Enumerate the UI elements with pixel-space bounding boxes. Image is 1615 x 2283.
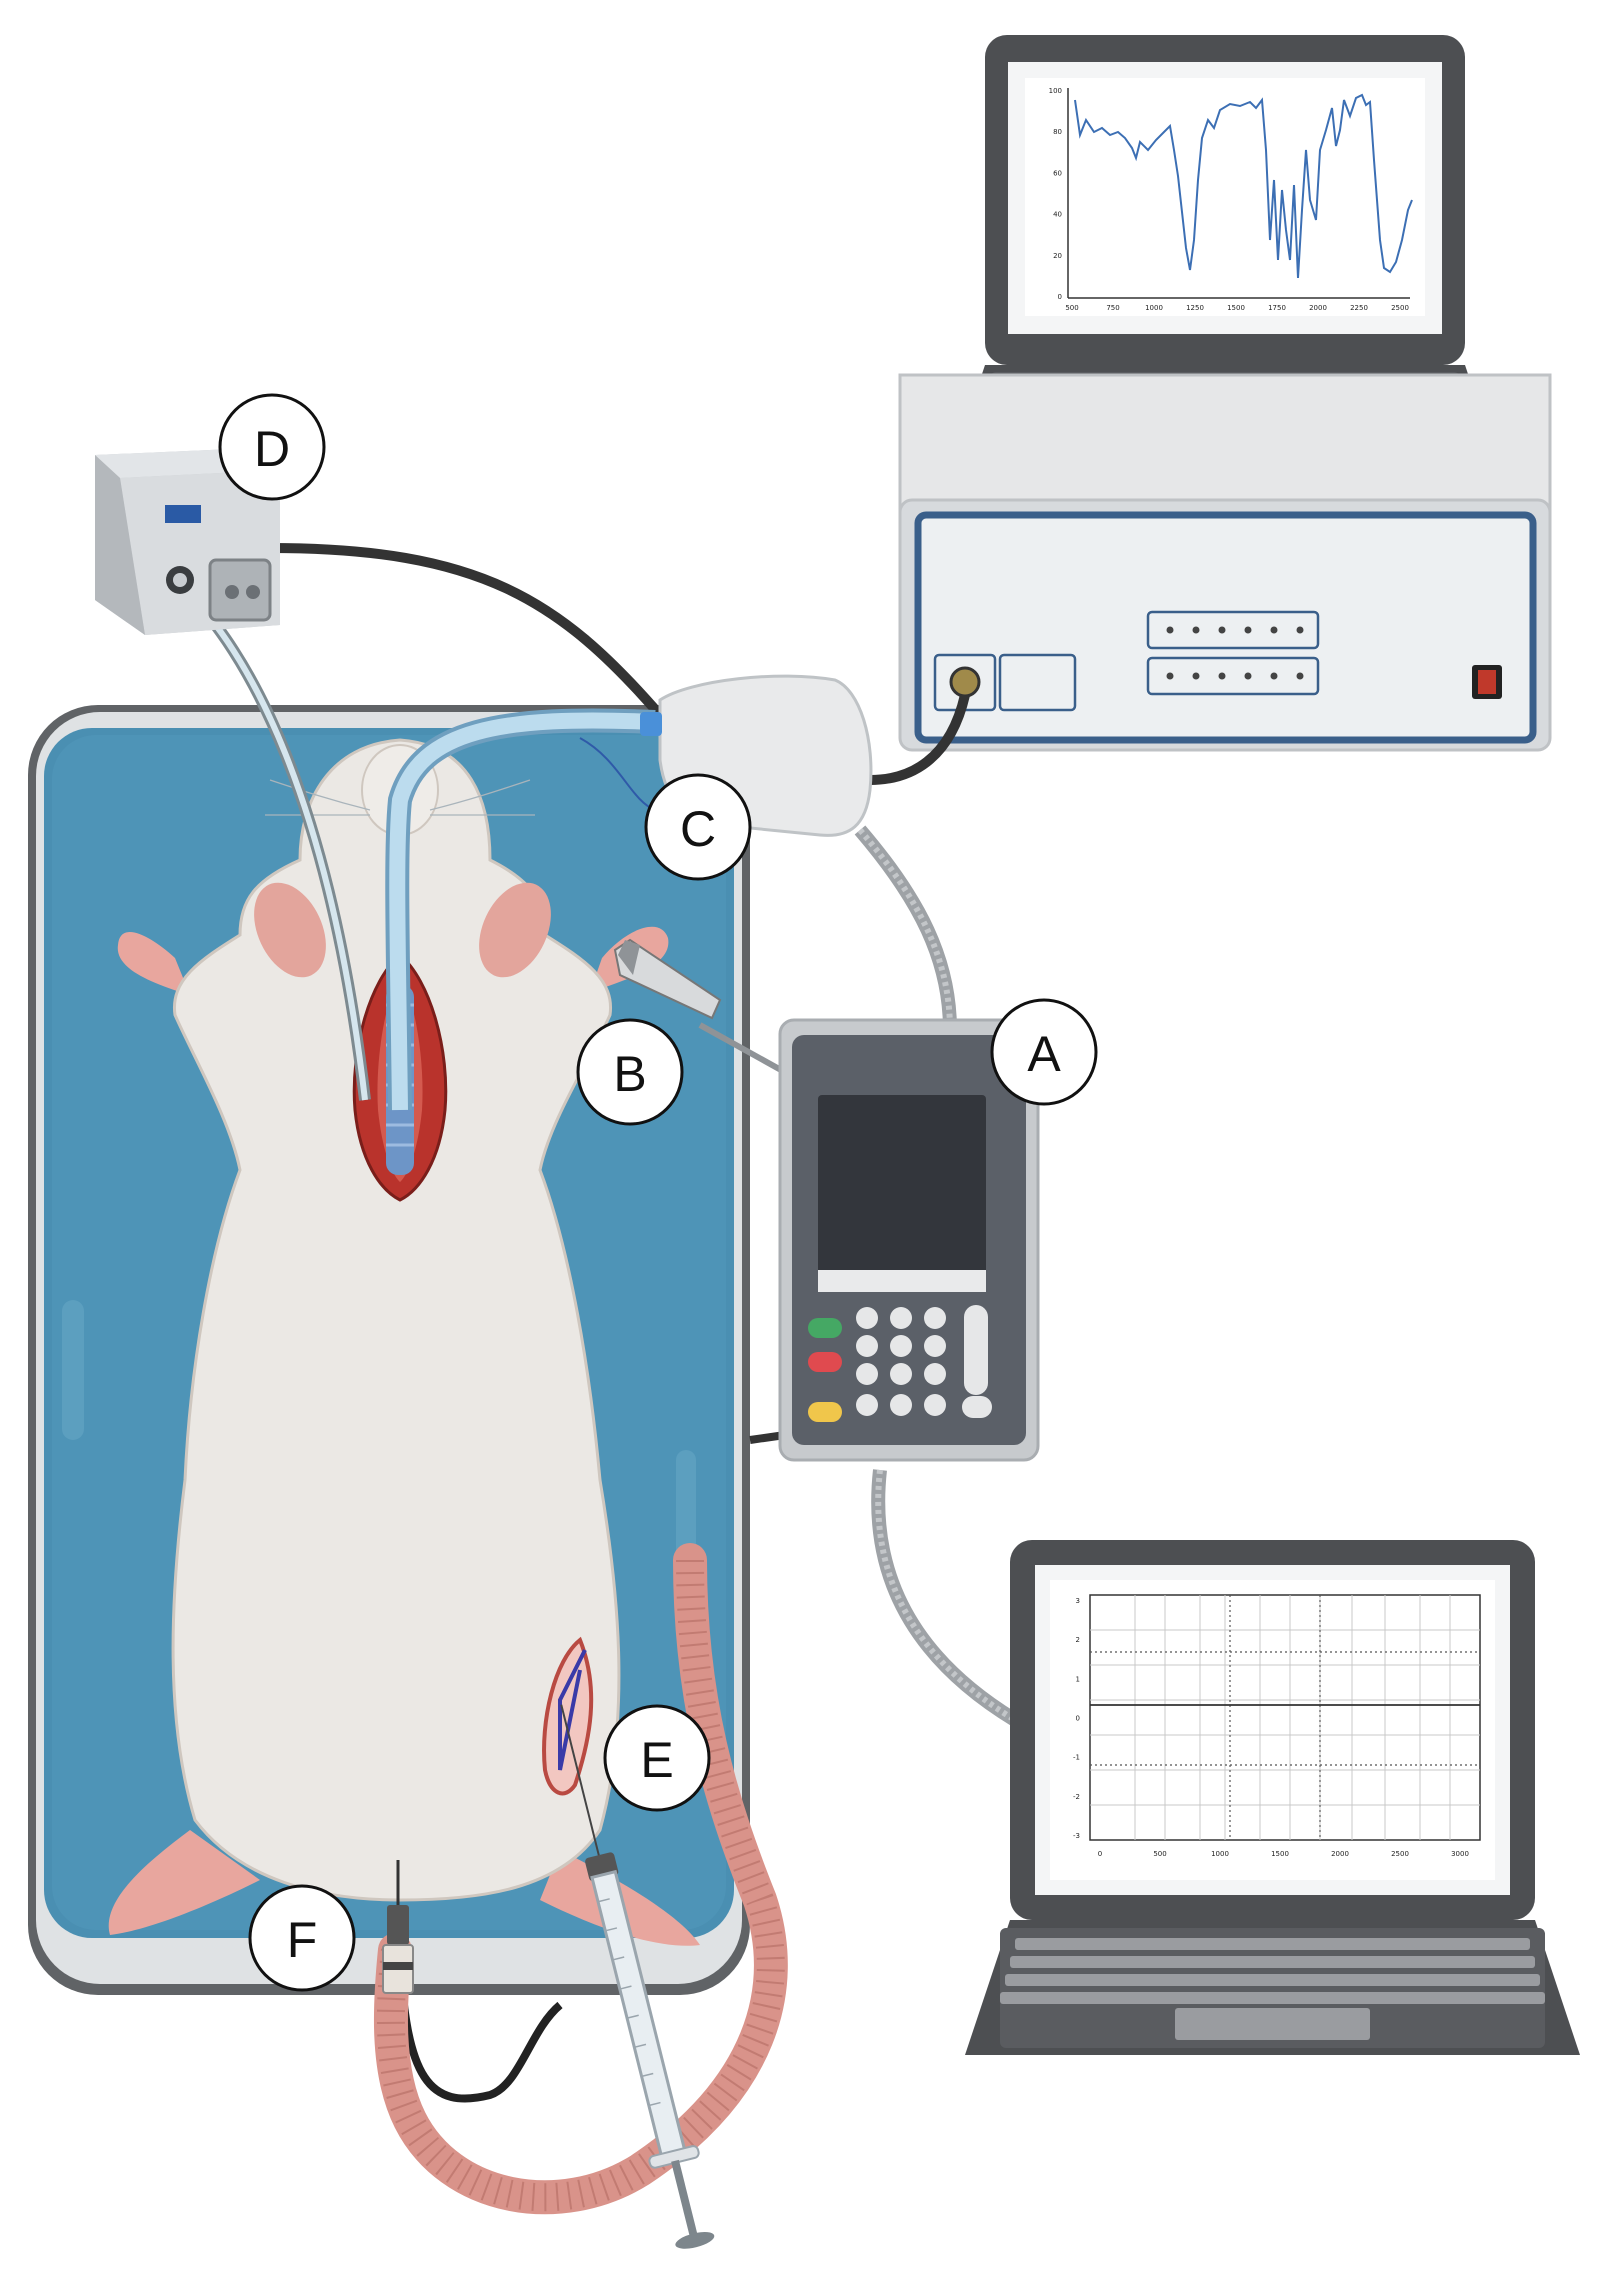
- label-a: A: [990, 998, 1098, 1106]
- bottom-plot-y-tick-4: -1: [1073, 1754, 1080, 1762]
- top-plot-y-tick-0: 100: [1049, 87, 1062, 95]
- tail-catheter: [382, 1860, 414, 1994]
- bottom-laptop-keyboard: [1000, 1938, 1545, 2004]
- bottom-plot-frame: [1089, 1594, 1481, 1841]
- bottom-laptop: 3 2 1 0 -1 -2 -3 0 500 1000 1500 2000 2500 3000: [965, 1540, 1580, 2055]
- top-plot-x-tick-7: 2250: [1350, 304, 1368, 312]
- rat-body: [171, 738, 621, 1902]
- top-plot-x-tick-2: 1000: [1145, 304, 1163, 312]
- recording-instrument: [898, 373, 1552, 752]
- label-c: C: [644, 773, 752, 881]
- top-plot-y-tick-3: 40: [1053, 211, 1062, 219]
- top-plot-x-tick-6: 2000: [1309, 304, 1327, 312]
- top-plot-x-tick-5: 1750: [1268, 304, 1286, 312]
- device-d-display: [165, 505, 201, 523]
- top-plot-y-tick-5: 0: [1058, 293, 1062, 301]
- label-d-text: D: [254, 421, 290, 477]
- top-plot-y-ticks: 100 80 60 40 20 0: [1049, 87, 1062, 301]
- label-e-text: E: [640, 1732, 673, 1788]
- bottom-plot-x-tick-2: 1000: [1211, 1850, 1229, 1858]
- monitor-a-keypad: [808, 1305, 992, 1422]
- top-plot-x-tick-8: 2500: [1391, 304, 1409, 312]
- top-plot-spectrum-line: [1074, 93, 1413, 279]
- bottom-plot-y-tick-6: -3: [1073, 1832, 1080, 1840]
- top-plot-y-tick-4: 20: [1053, 252, 1062, 260]
- top-plot-x-tick-1: 750: [1106, 304, 1119, 312]
- bottom-plot-y-tick-1: 2: [1076, 1636, 1080, 1644]
- label-b-text: B: [613, 1046, 646, 1102]
- label-c-text: C: [680, 801, 716, 857]
- top-plot-y-tick-2: 60: [1053, 169, 1062, 177]
- label-b: B: [576, 1018, 684, 1126]
- bottom-plot-x-ticks: 0 500 1000 1500 2000 2500 3000: [1098, 1850, 1469, 1858]
- top-plot-x-tick-3: 1250: [1186, 304, 1204, 312]
- bottom-plot-y-tick-2: 1: [1076, 1675, 1080, 1683]
- top-plot-y-tick-1: 80: [1053, 128, 1062, 136]
- bottom-plot-x-tick-4: 2000: [1331, 1850, 1349, 1858]
- top-plot-x-tick-0: 500: [1065, 304, 1078, 312]
- label-d: D: [218, 393, 326, 501]
- cables: [269, 543, 1019, 2103]
- syringe: [560, 1704, 715, 2249]
- bottom-plot-y-tick-0: 3: [1076, 1597, 1080, 1605]
- temperature-probe-b: [613, 938, 722, 1020]
- bottom-plot-y-tick-5: -2: [1073, 1793, 1080, 1801]
- bottom-laptop-trackpad: [1175, 2008, 1370, 2040]
- bottom-plot-x-tick-6: 3000: [1451, 1850, 1469, 1858]
- bottom-plot-x-tick-0: 0: [1098, 1850, 1102, 1858]
- bottom-plot-x-tick-5: 2500: [1391, 1850, 1409, 1858]
- pressure-transducer-d: [95, 448, 280, 635]
- physiological-monitor-a: [778, 1018, 1040, 1462]
- label-a-text: A: [1027, 1026, 1061, 1082]
- bottom-plot-x-tick-1: 500: [1153, 1850, 1166, 1858]
- bottom-plot-x-tick-3: 1500: [1271, 1850, 1289, 1858]
- label-f: F: [248, 1884, 356, 1992]
- label-e: E: [603, 1704, 711, 1812]
- bottom-plot-y-ticks: 3 2 1 0 -1 -2 -3: [1073, 1597, 1080, 1840]
- top-plot-x-tick-4: 1500: [1227, 304, 1245, 312]
- top-plot-x-ticks: 500 750 1000 1250 1500 1750 2000 2250 2500: [1065, 304, 1409, 312]
- label-f-text: F: [287, 1912, 318, 1968]
- bottom-plot-y-tick-3: 0: [1076, 1715, 1080, 1723]
- monitor-a-screen: [818, 1095, 986, 1280]
